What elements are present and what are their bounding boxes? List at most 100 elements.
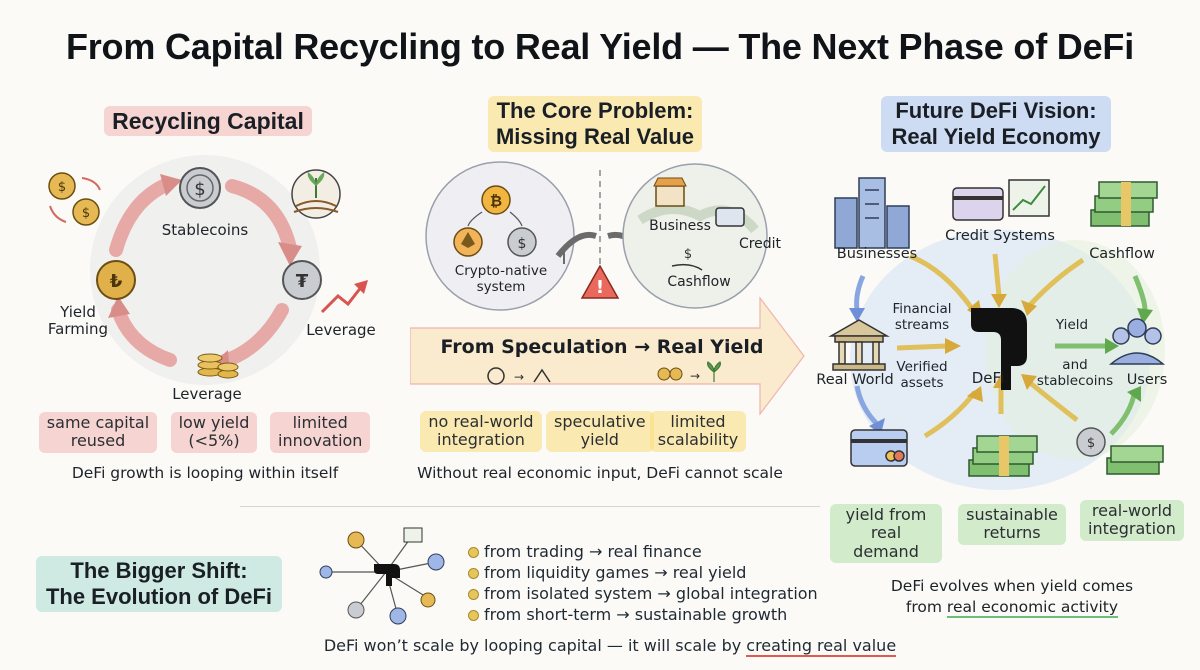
ethereum-icon xyxy=(453,227,483,257)
buildings-icon xyxy=(834,177,910,249)
verified-assets-label: Verified assets xyxy=(884,359,960,391)
middle-panel-caption: Without real economic input, DeFi cannot… xyxy=(417,464,783,482)
pill-limited-innovation: limited innovation xyxy=(270,412,371,453)
cash-bundle-icon xyxy=(968,435,1038,477)
verified-assets-line1: Verified xyxy=(896,359,948,375)
cash-stack-icon xyxy=(1090,181,1158,227)
svg-text:$: $ xyxy=(1087,436,1095,451)
capital-cycle-diagram: $ ₮ ₺ $ $ xyxy=(48,155,368,385)
recycling-capital-title-text: Recycling Capital xyxy=(104,106,312,136)
business-store-icon xyxy=(653,177,687,207)
bigger-shift-title-line2: The Evolution of DeFi xyxy=(45,583,273,609)
crypto-native-label-line2: system xyxy=(476,278,526,295)
right-conclusion-line2-a: from xyxy=(905,598,947,616)
pill-limited-scalability-line1: limited xyxy=(670,412,726,431)
financial-streams-line1: Financial xyxy=(892,301,952,317)
defi-center-label: DeFi xyxy=(971,369,1005,387)
coins-icon: $ $ xyxy=(48,172,101,226)
pill-yield-from-demand: yield from real demand xyxy=(830,504,942,564)
pill-limited-innovation-line1: limited xyxy=(292,413,348,432)
right-conclusion-line2: from real economic activity xyxy=(862,597,1162,618)
svg-text:$: $ xyxy=(684,247,692,262)
cycle-arrowhead xyxy=(278,242,302,266)
bigger-shift-title-line1: The Bigger Shift: xyxy=(70,558,248,583)
yield-flow-label: Yield xyxy=(1055,317,1089,333)
financial-streams-line2: streams xyxy=(894,316,950,333)
leverage-right-label: Leverage xyxy=(306,321,376,339)
footer-statement-a: DeFi won’t scale by looping capital — it… xyxy=(323,636,747,655)
future-vision-title-line1: Future DeFi Vision: xyxy=(895,98,1097,123)
users-icon xyxy=(1108,318,1166,365)
real-world-label: Real World xyxy=(816,372,894,388)
up-arrow-icon xyxy=(320,280,368,314)
pill-sustainable-returns: sustainable returns xyxy=(956,504,1068,545)
payment-card-icon xyxy=(850,429,908,467)
real-yield-network-diagram: $ xyxy=(828,177,1166,490)
pill-real-world-integration: real-world integration xyxy=(1076,500,1188,541)
pill-speculative-yield-line2: yield xyxy=(580,430,619,450)
svg-text:₮: ₮ xyxy=(296,271,309,292)
pill-same-capital-line2: reused xyxy=(70,431,126,451)
cashflow-label: Cashflow xyxy=(667,274,731,290)
pill-limited-scalability: limited scalability xyxy=(648,411,748,452)
svg-text:$: $ xyxy=(194,179,205,200)
future-vision-title-line2: Real Yield Economy xyxy=(891,123,1101,149)
credit-label: Credit xyxy=(738,236,782,252)
svg-text:₺: ₺ xyxy=(110,271,123,292)
credit-card-icon xyxy=(715,207,745,227)
credit-systems-label: Credit Systems xyxy=(945,228,1055,244)
coins-to-plant-icon: → xyxy=(657,361,721,383)
yield-farming-label: Yield Farming xyxy=(38,303,118,339)
core-problem-title: The Core Problem: Missing Real Value xyxy=(460,96,730,152)
cycle-arrow-top-right xyxy=(225,179,297,255)
svg-text:!: ! xyxy=(596,277,604,298)
pill-sustainable-returns-line2: returns xyxy=(983,523,1041,543)
cycle-arrow-top-left xyxy=(109,177,175,257)
stablecoin-icon: $ xyxy=(507,227,537,257)
left-panel-caption: DeFi growth is looping within itself xyxy=(71,464,339,482)
users-label: Users xyxy=(1126,372,1168,388)
section-divider xyxy=(240,506,820,507)
cycle-arrowhead xyxy=(160,174,182,196)
and-stablecoins-label: and stablecoins xyxy=(1030,357,1120,389)
pill-real-world-integration-line1: real-world xyxy=(1091,501,1173,520)
shift-item: from isolated system → global integratio… xyxy=(466,583,818,604)
shift-item: from trading → real finance xyxy=(466,541,818,562)
farm-icon xyxy=(291,169,341,219)
footer-statement: DeFi won’t scale by looping capital — it… xyxy=(280,636,940,657)
speculation-arrow-text: From Speculation → Real Yield xyxy=(440,336,764,358)
bitcoin-icon: ₿ xyxy=(481,185,511,215)
svg-text:→: → xyxy=(690,369,700,383)
cycle-arrow-bottom-left xyxy=(111,303,177,367)
svg-text:$: $ xyxy=(58,180,66,195)
cashflow-hand-icon: $ xyxy=(671,247,703,271)
pill-same-capital: same capital reused xyxy=(38,412,158,453)
tether-coin-icon: ₮ xyxy=(282,260,322,300)
bank-icon xyxy=(828,319,890,371)
svg-text:$: $ xyxy=(518,236,527,252)
right-conclusion-highlight: real economic activity xyxy=(946,598,1119,618)
pill-low-yield: low yield (<5%) xyxy=(164,412,264,453)
business-label: Business xyxy=(649,218,711,234)
stablecoins-label: Stablecoins xyxy=(161,221,249,239)
tbtc-coin-icon: ₺ xyxy=(96,260,136,300)
shift-list: from trading → real finance from liquidi… xyxy=(466,541,818,625)
cycle-icon: → xyxy=(487,367,551,385)
speculation-arrow xyxy=(410,296,805,416)
pill-limited-scalability-line2: scalability xyxy=(657,430,739,450)
cashflow-node-label: Cashflow xyxy=(1089,246,1155,262)
yield-farming-label-line1: Yield xyxy=(60,303,96,321)
defi-logo-icon xyxy=(971,308,1027,390)
svg-text:→: → xyxy=(514,370,524,384)
verified-assets-line2: assets xyxy=(900,374,944,391)
pill-yield-from-demand-line1: yield from xyxy=(845,505,927,524)
coin-and-cash-icon: $ xyxy=(1076,427,1164,475)
pill-no-real-world-line2: integration xyxy=(437,430,525,450)
crypto-native-label: Crypto-native system xyxy=(446,263,556,295)
svg-text:$: $ xyxy=(82,206,90,221)
core-problem-diagram: ₿ $ ! xyxy=(410,161,805,416)
warning-icon: ! xyxy=(580,264,620,299)
crypto-bubble xyxy=(425,161,575,311)
financial-streams-label: Financial streams xyxy=(884,301,960,333)
pill-no-real-world-line1: no real-world xyxy=(428,412,534,431)
